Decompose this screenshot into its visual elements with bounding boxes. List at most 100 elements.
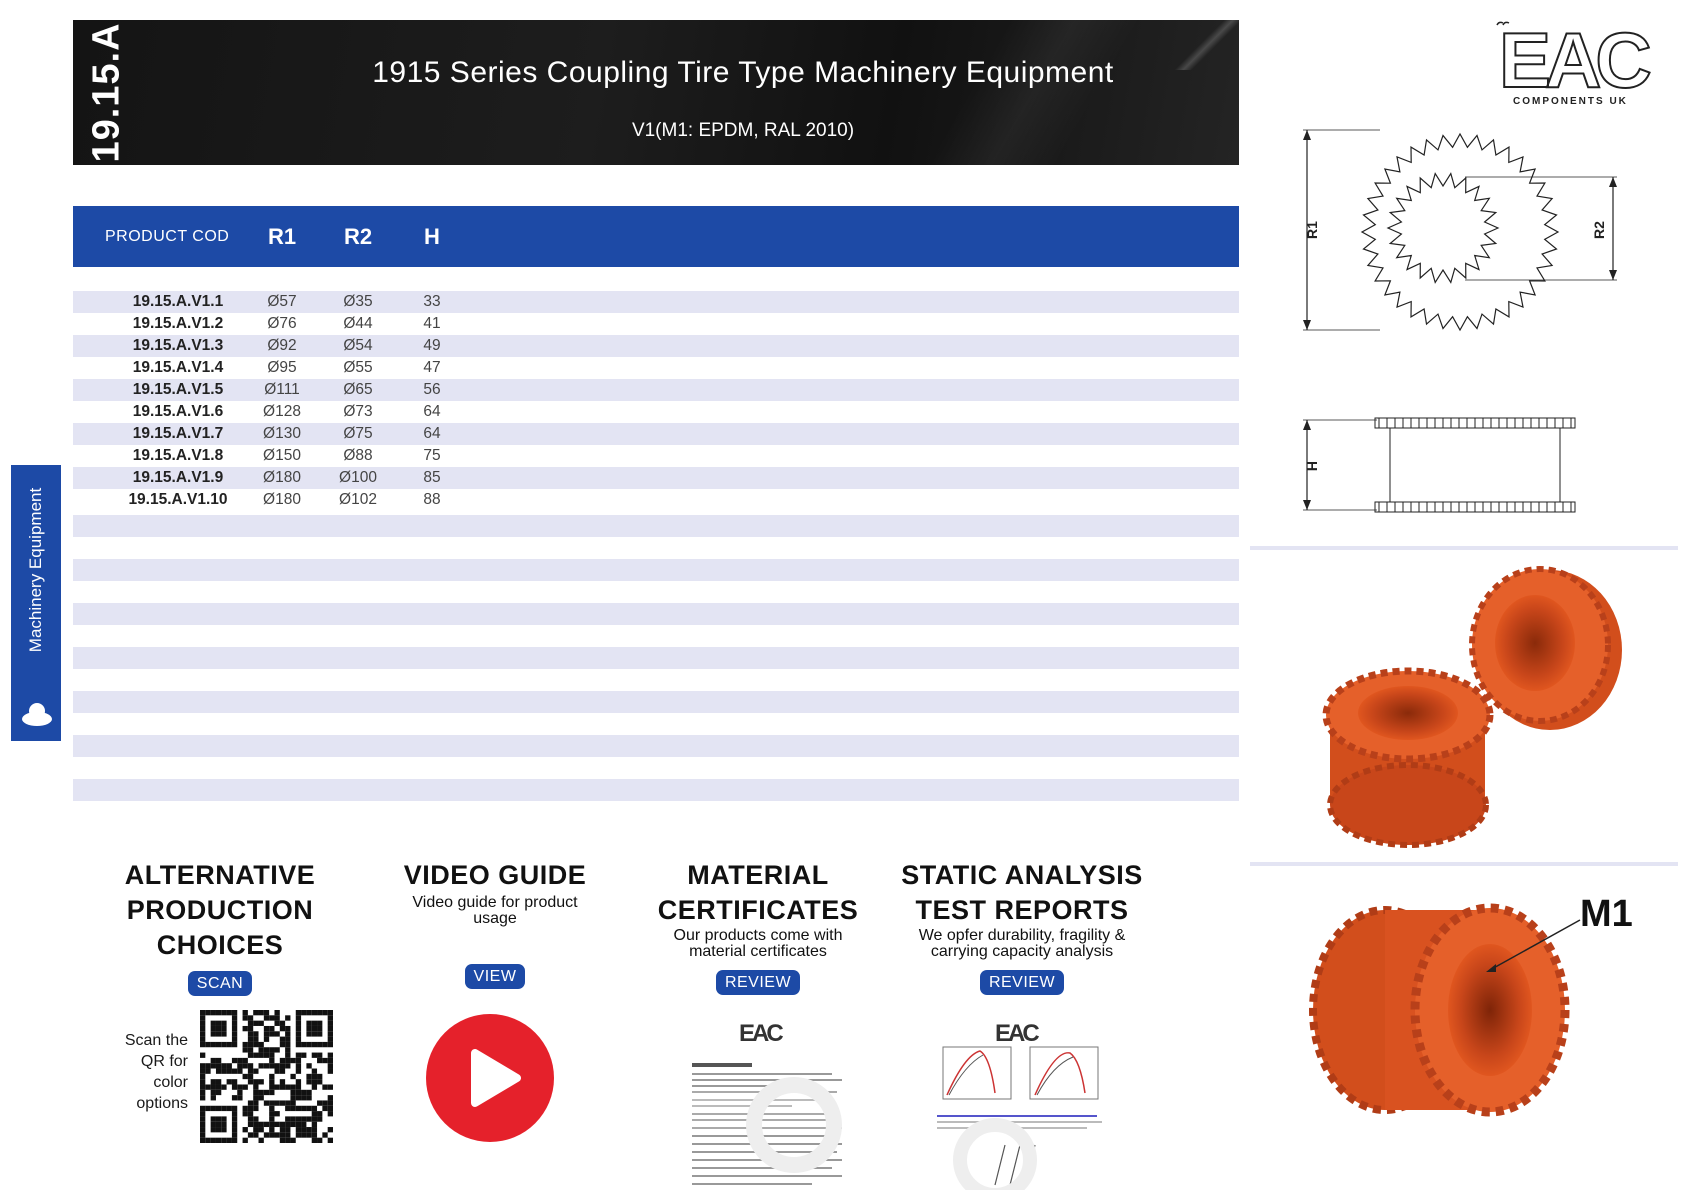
product-render-m1 (1300, 880, 1600, 1130)
view-button[interactable]: VIEW (464, 964, 526, 989)
brand-logo: EAC COMPONENTS UK (1495, 15, 1657, 110)
cell-h: 85 (423, 469, 441, 486)
cell-h: 33 (423, 293, 441, 310)
cell-h: 41 (423, 315, 441, 332)
label-h: H (1304, 461, 1320, 471)
cell-r2: Ø73 (343, 403, 373, 420)
cell-r2: Ø88 (343, 447, 373, 464)
feature-description: Our products come with material certific… (673, 927, 843, 960)
cell-r2: Ø75 (343, 425, 373, 442)
material-label: M1 (1580, 893, 1633, 935)
gear-outer-outline (1360, 132, 1560, 332)
feature-title: VIDEO GUIDE (403, 860, 587, 890)
play-icon (471, 1049, 521, 1107)
feature-alternative: ALTERNATIVE PRODUCTION CHOICES SCAN (90, 858, 350, 996)
column-header-h: H (424, 224, 440, 249)
cell-r1: Ø150 (263, 447, 301, 464)
feature-description: We opfer durability, fragility & carryin… (918, 927, 1126, 960)
qr-code[interactable] (200, 1010, 333, 1143)
play-button[interactable] (425, 1013, 555, 1143)
empty-row (73, 735, 1239, 757)
cell-r2: Ø102 (339, 491, 377, 508)
empty-row (73, 515, 1239, 537)
cell-r1: Ø57 (267, 293, 297, 310)
divider (1250, 862, 1678, 866)
product-render-pair (1320, 565, 1650, 855)
part-render-left (1322, 667, 1494, 848)
cell-r2: Ø35 (343, 293, 373, 310)
feature-title: CHOICES (156, 930, 284, 960)
table-row: 19.15.A.V1.5 Ø111 Ø65 56 (73, 379, 1239, 401)
side-view-teeth (1378, 418, 1572, 512)
cell-r2: Ø65 (343, 381, 373, 398)
feature-title: ALTERNATIVE (124, 860, 316, 890)
table-row: 19.15.A.V1.7 Ø130 Ø75 64 (73, 423, 1239, 445)
feature-title: MATERIAL (687, 860, 829, 890)
cell-r1: Ø180 (263, 491, 301, 508)
feature-static: STATIC ANALYSIS TEST REPORTS We opfer du… (892, 858, 1152, 995)
feature-title: PRODUCTION (126, 895, 314, 925)
part-render-right (1469, 566, 1622, 730)
cell-code: 19.15.A.V1.1 (132, 293, 224, 310)
cell-r1: Ø180 (263, 469, 301, 486)
scan-button[interactable]: SCAN (187, 971, 253, 996)
cell-code: 19.15.A.V1.9 (132, 469, 224, 486)
feature-title: TEST REPORTS (915, 895, 1129, 925)
certificate-thumbnail[interactable]: EAC (684, 1005, 849, 1190)
cloud-icon (21, 701, 53, 732)
cell-h: 56 (423, 381, 441, 398)
feature-description: Video guide for product usage (412, 894, 578, 927)
cell-h: 88 (423, 491, 441, 508)
report-logo: EAC (995, 1020, 1039, 1047)
cell-h: 64 (423, 403, 441, 420)
certificate-logo: EAC (739, 1020, 783, 1047)
table-header: PRODUCT COD R1 R2 H (73, 206, 1239, 267)
cell-r1: Ø76 (267, 315, 297, 332)
cell-code: 19.15.A.V1.10 (128, 491, 228, 508)
empty-row (73, 559, 1239, 581)
table-row: 19.15.A.V1.1 Ø57 Ø35 33 (73, 291, 1239, 313)
side-category-tab[interactable]: Machinery Equipment (11, 465, 61, 741)
column-header-code: PRODUCT COD (105, 228, 230, 245)
cell-r1: Ø111 (264, 381, 300, 398)
test-report-thumbnail[interactable]: EAC (935, 1005, 1110, 1195)
cell-h: 47 (423, 359, 441, 376)
divider (1250, 546, 1678, 550)
column-header-r1: R1 (267, 224, 297, 249)
empty-row (73, 691, 1239, 713)
cell-code: 19.15.A.V1.8 (132, 447, 224, 464)
technical-drawing-side: H (1295, 410, 1605, 515)
cell-h: 64 (423, 425, 441, 442)
technical-drawing-top: R1 R2 (1295, 120, 1625, 335)
empty-row (73, 779, 1239, 801)
cell-code: 19.15.A.V1.6 (132, 403, 224, 420)
table-row: 19.15.A.V1.10 Ø180 Ø102 88 (73, 489, 1239, 511)
cell-code: 19.15.A.V1.5 (132, 381, 224, 398)
feature-title: CERTIFICATES (657, 895, 859, 925)
cell-h: 49 (423, 337, 441, 354)
column-header-r2: R2 (343, 224, 373, 249)
empty-row (73, 647, 1239, 669)
page-subtitle: V1(M1: EPDM, RAL 2010) (631, 120, 855, 141)
cell-code: 19.15.A.V1.3 (132, 337, 224, 354)
cell-r2: Ø44 (343, 315, 373, 332)
qr-caption: Scan the QR for color options (124, 1032, 188, 1112)
cell-r2: Ø55 (343, 359, 373, 376)
review-reports-button[interactable]: REVIEW (979, 970, 1065, 995)
label-r1: R1 (1304, 221, 1320, 239)
label-r2: R2 (1591, 221, 1607, 239)
header-banner: 19.15.A 1915 Series Coupling Tire Type M… (73, 20, 1239, 165)
logo-text: EAC (1499, 16, 1650, 104)
cell-code: 19.15.A.V1.7 (132, 425, 224, 442)
side-tab-label: Machinery Equipment (26, 487, 46, 653)
review-certificates-button[interactable]: REVIEW (715, 970, 801, 995)
feature-video: VIDEO GUIDE Video guide for product usag… (365, 858, 625, 989)
cell-r1: Ø130 (263, 425, 301, 442)
